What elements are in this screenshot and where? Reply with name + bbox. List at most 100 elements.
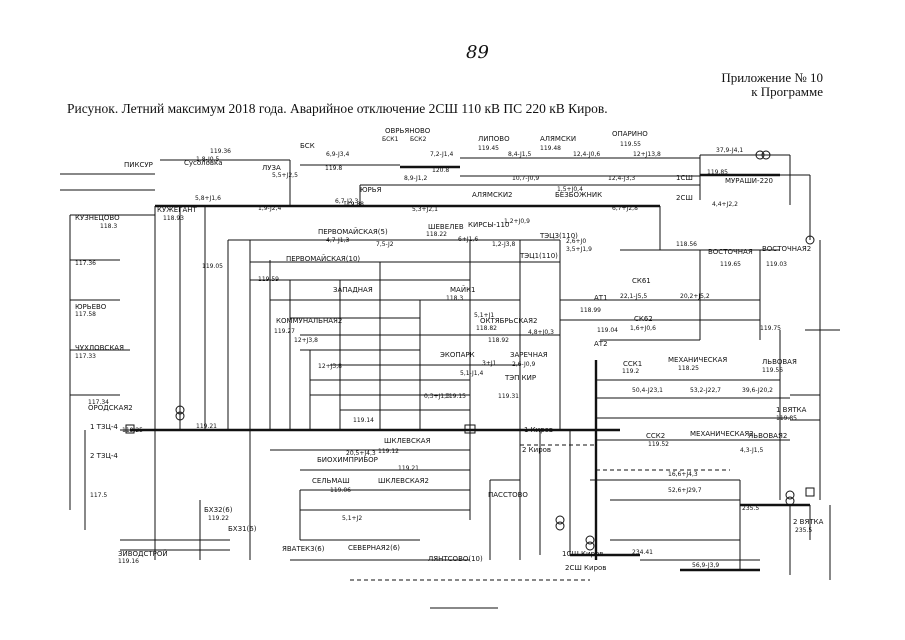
voltage-value: 119.56 (762, 367, 783, 374)
power-flow-label: 4,4+J2,2 (712, 201, 738, 208)
label-luza: ЛУЗА (262, 164, 281, 172)
voltage-value: 120.8 (432, 167, 449, 174)
station-labels: ПИКСУР Сусоловка ЛУЗА БСК ОВРЬЯНОВО БСК1… (75, 127, 824, 572)
label-kirov1: 1 Киров (524, 426, 553, 434)
power-flow-label: 12,4-J0,6 (573, 151, 600, 158)
label-selmash: СЕЛЬМАШ (312, 477, 350, 485)
voltage-value: 119.15 (445, 393, 466, 400)
label-kuzhegant: КУЖЕГАНТ (157, 206, 198, 214)
switch-kirov (464, 424, 476, 434)
voltage-value: 118.93 (163, 215, 184, 222)
transformers (125, 150, 815, 551)
label-alyamski: АЛЯМСКИ (540, 135, 576, 143)
label-bsk: БСК (300, 142, 315, 150)
voltage-value: 119.16 (118, 558, 139, 565)
power-flow-label: 5,8+J1,6 (195, 195, 221, 202)
label-passtovo: ПАССТОВО (488, 491, 528, 499)
label-zapadnaya: ЗАПАДНАЯ (333, 286, 373, 294)
voltage-value: 117.36 (75, 260, 96, 267)
voltage-value: 235.5 (742, 505, 759, 512)
power-flow-label: 1,5+J0,4 (557, 186, 583, 193)
voltage-value: 117.34 (88, 399, 109, 406)
voltage-value: 119.06 (330, 487, 351, 494)
label-vyatka1: 1 ВЯТКА (776, 406, 807, 414)
power-flow-label: 12,4-J3,3 (608, 175, 635, 182)
power-flow-label: 53,2-J22,7 (690, 387, 721, 394)
voltage-value: 119.48 (540, 145, 561, 152)
voltage-value: 118.99 (580, 307, 601, 314)
voltage-values: 119.36 119.8 120.8 119.45 119.48 119.55 … (75, 141, 812, 565)
voltage-value: 117.33 (75, 353, 96, 360)
label-ekopark: ЭКОПАРК (440, 351, 475, 359)
voltage-value: 119.55 (620, 141, 641, 148)
appendix-line-2: к Программе (751, 84, 823, 99)
label-bkhz1: БХЗ1(6) (228, 525, 257, 533)
label-oktyabrskaya: ОКТЯБРЬСКАЯ2 (480, 317, 537, 325)
connections (60, 154, 840, 609)
voltage-value: 119.21 (398, 465, 419, 472)
label-shklevskaya: ШКЛЕВСКАЯ (384, 437, 431, 445)
label-sskm: ССК1 (623, 360, 642, 368)
label-kuznetsovo: КУЗНЕЦОВО (75, 214, 120, 222)
power-flow-label: 12+J3,8 (318, 363, 342, 370)
label-zarechnaya: ЗАРЕЧНАЯ (510, 351, 548, 359)
page-number: 89 (466, 42, 489, 63)
voltage-value: 119.22 (208, 515, 229, 522)
power-flow-label: 6,7+J2,8 (612, 205, 638, 212)
power-flow-label: 4,8+J0,3 (528, 329, 554, 336)
power-flow-label: 20,2+J5,2 (680, 293, 710, 300)
power-flow-label: 5,1+J1 (474, 312, 494, 319)
voltage-value: 119.25 (122, 427, 143, 434)
transformer-vyatka (785, 490, 795, 500)
transformer-kirov-t2 (585, 535, 595, 545)
voltage-value: 119.85 (707, 169, 728, 176)
voltage-value: 119.52 (648, 441, 669, 448)
power-flow-label: 50,4-J23,1 (632, 387, 663, 394)
power-flow-label: 1,9-J2,4 (258, 205, 282, 212)
voltage-value: 119.36 (210, 148, 231, 155)
label-shkl2: ШКЛЕВСКАЯ2 (378, 477, 429, 485)
label-shevelev: ШЕВЕЛЕВ (428, 223, 464, 231)
label-sskmb: ССК2 (646, 432, 665, 440)
voltage-value: 119.27 (274, 328, 295, 335)
switch-vyatka (805, 487, 815, 497)
power-flow-label: 6+J1,6 (458, 236, 478, 243)
power-flow-label: 2,6+J0 (566, 238, 586, 245)
transformer-murashi-2 (805, 235, 815, 245)
label-bsk1: БСК1 (382, 136, 399, 143)
label-sk61: СК61 (632, 277, 651, 285)
label-tsh: 1СШ (676, 174, 693, 182)
voltage-value: 119.75 (760, 325, 781, 332)
power-flow-label: 20,5+J4,3 (346, 450, 376, 457)
voltage-value: 119.31 (498, 393, 519, 400)
power-flow-label: 16,6+J4,3 (668, 471, 698, 478)
voltage-value: 119.45 (478, 145, 499, 152)
power-flow-label: 1,2+J0,9 (504, 218, 530, 225)
power-flow-label: 8,9-J1,2 (404, 175, 428, 182)
power-flows: 6,9-J3,4 1,8-J0,5 5,5+J2,5 7,2-J1,4 8,4-… (195, 147, 773, 569)
label-ast: АТ1 (594, 294, 608, 302)
label-tets1: ТЭЦ1(110) (519, 252, 558, 260)
voltage-value: 119.05 (202, 263, 223, 270)
power-flow-label: 3,5+J1,9 (566, 246, 592, 253)
voltage-value: 235.5 (795, 527, 812, 534)
label-vostochnaya2: ВОСТОЧНАЯ2 (762, 245, 811, 253)
label-orodskaya: ОРОДСКАЯ2 (88, 404, 133, 412)
label-oparino: ОПАРИНО (612, 130, 648, 138)
power-flow-label: 1,6+J0,6 (630, 325, 656, 332)
power-flow-label: 5,1-J1,4 (460, 370, 484, 377)
label-tsh2: 2СШ (676, 194, 693, 202)
voltage-value: 119.65 (720, 261, 741, 268)
appendix-line-1: Приложение № 10 (721, 70, 823, 85)
label-vyatka2: 2 ВЯТКА (793, 518, 824, 526)
power-flow-label: 4,7-J1,3 (326, 237, 350, 244)
appendix-header: Приложение № 10 к Программе (643, 71, 823, 99)
voltage-value: 118.82 (476, 325, 497, 332)
power-flow-label: 4,3-J1,5 (740, 447, 764, 454)
voltage-value: 234.41 (632, 549, 653, 556)
label-kommunalnaya: КОММУНАЛЬНАЯ2 (276, 317, 342, 325)
power-flow-label: 1,2-J3,8 (492, 241, 516, 248)
power-flow-label: 7,5-J2 (376, 241, 394, 248)
label-vyatka-a: ЯВАТЕК3(6) (282, 545, 325, 553)
power-flow-label: 6,7-J2,3 (335, 198, 359, 205)
